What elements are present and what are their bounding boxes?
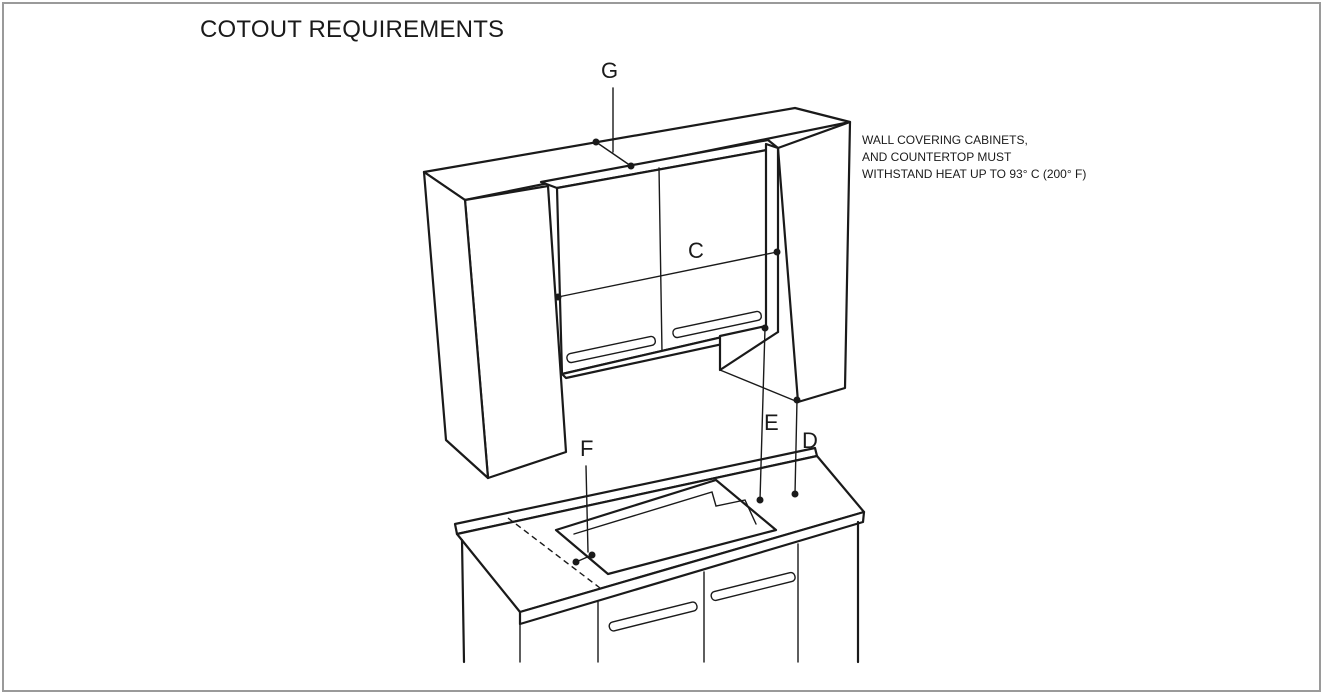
right-door-handle [672,310,763,339]
left-door-handle [566,335,657,364]
c-dot-right [773,248,781,256]
cabinet-cutout-drawing [422,87,866,664]
note-line-1: WALL COVERING CABINETS, [862,133,1028,147]
e-dot-bottom [756,496,764,504]
f-dot-1 [572,558,580,566]
right-cabinet-edge [719,369,799,403]
label-f: F [580,436,594,461]
d-dot-bottom [791,490,799,498]
d-span [794,399,798,495]
c-dot-left [554,293,562,301]
base-left-handle [608,601,698,632]
g-dot-top [592,138,600,146]
right-tall-cabinet-front [776,120,852,404]
label-c: C [688,238,704,263]
note-line-3: WITHSTAND HEAT UP TO 93° C (200° F) [862,167,1087,181]
countertop-left-edge [456,533,521,613]
door-split-line [658,167,663,353]
cutout-inner-depth [573,491,757,535]
label-e: E [764,410,779,435]
g-span [595,141,632,167]
base-left-side [460,538,466,664]
cooktop-cutout [554,478,778,576]
heat-requirement-note: WALL COVERING CABINETS, AND COUNTERTOP M… [862,132,1086,183]
page-title: COTOUT REQUIREMENTS [200,16,505,43]
e-dot-top [761,324,769,332]
f-leader [585,465,589,553]
d-dot-top [793,396,801,404]
base-cabinet [453,446,866,664]
note-line-2: AND COUNTERTOP MUST [862,150,1012,164]
label-g: G [601,58,619,83]
base-right-handle [710,571,796,602]
f-dot-2 [588,551,596,559]
left-tall-cabinet-side [422,170,490,480]
upper-cabinets [422,106,852,480]
dimension-leaders [554,87,801,566]
e-span [759,327,766,501]
c-span [557,251,778,298]
countertop-edge [518,510,866,626]
label-d: D [802,428,818,453]
g-dot-bottom [627,162,635,170]
